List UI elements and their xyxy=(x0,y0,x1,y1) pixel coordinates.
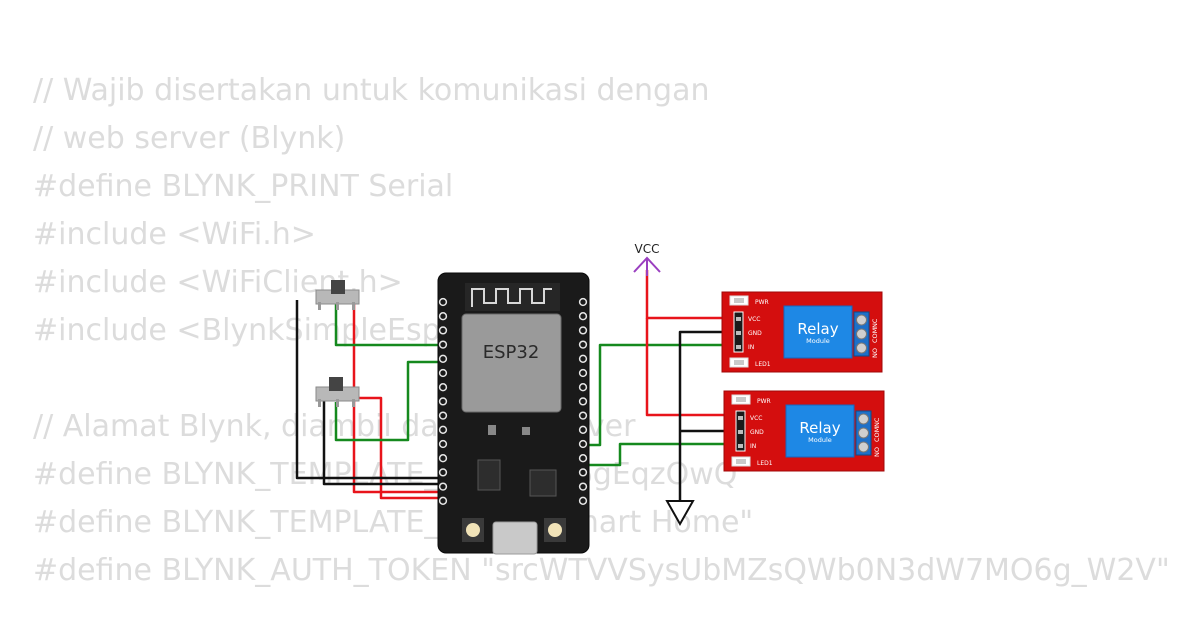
esp32-header-pin[interactable] xyxy=(578,312,588,321)
esp32-header-pin[interactable] xyxy=(578,496,588,505)
relay-terminal-label: COM xyxy=(871,328,879,343)
esp32-header-pin[interactable] xyxy=(578,425,588,434)
relay-title: Relay xyxy=(799,419,840,437)
wire-red[interactable] xyxy=(352,300,443,494)
relay-block xyxy=(783,305,853,359)
esp32-header-pin[interactable] xyxy=(438,468,448,477)
wire-black[interactable] xyxy=(322,398,443,486)
wire-red[interactable] xyxy=(341,396,443,500)
esp32-header-pin[interactable] xyxy=(578,411,588,420)
relay-terminal-screw[interactable] xyxy=(856,328,867,340)
relay-pin[interactable] xyxy=(736,331,741,335)
esp32-header-pin[interactable] xyxy=(438,383,448,392)
relay-pin[interactable] xyxy=(736,345,741,349)
wire-green[interactable] xyxy=(334,300,443,347)
esp32-pins-left xyxy=(438,297,448,505)
relay-terminal-screw[interactable] xyxy=(858,413,869,425)
vcc-symbol: VCC xyxy=(633,242,661,276)
esp32-header-pin[interactable] xyxy=(578,383,588,392)
relay-pin[interactable] xyxy=(738,444,743,448)
relay-block xyxy=(785,404,855,458)
esp32-header-pin[interactable] xyxy=(438,411,448,420)
relay-pin-label: IN xyxy=(748,344,754,351)
relay-pin-label: VCC xyxy=(750,415,762,422)
relay-terminal-screw[interactable] xyxy=(858,441,869,453)
relay-pin-label: GND xyxy=(750,429,764,436)
relay-pin-label: GND xyxy=(748,330,762,337)
relay-subtitle: Module xyxy=(808,436,832,444)
esp32-header-pin[interactable] xyxy=(578,439,588,449)
esp32-header-pin[interactable] xyxy=(438,397,448,406)
esp32-header-pin[interactable] xyxy=(438,340,448,349)
relay-pwr-label: PWR xyxy=(755,299,769,306)
code-line: #include <WiFi.h> xyxy=(33,217,316,252)
relay-pin[interactable] xyxy=(738,416,743,420)
relay-terminal-screw[interactable] xyxy=(856,314,867,326)
code-line: #define BLYNK_AUTH_TOKEN "srcWTVVSysUbMZ… xyxy=(33,553,1170,588)
relay-led-label: LED1 xyxy=(757,460,773,467)
wire-black[interactable] xyxy=(295,300,443,480)
vcc-label: VCC xyxy=(635,242,660,256)
relay-terminal-screw[interactable] xyxy=(856,342,867,354)
relay-led-label: LED1 xyxy=(755,361,771,368)
relay-terminal-label: NC xyxy=(871,318,879,328)
relay-pin[interactable] xyxy=(736,317,741,321)
reset-button[interactable] xyxy=(548,523,562,537)
code-background: // Wajib disertakan untuk komunikasi den… xyxy=(33,67,1170,595)
esp32-header-pin[interactable] xyxy=(578,468,588,477)
esp32-header-pin[interactable] xyxy=(578,340,588,349)
relay-pin-label: VCC xyxy=(748,316,760,323)
wire-green[interactable] xyxy=(583,442,740,467)
slide-switch-1[interactable] xyxy=(315,280,360,310)
esp32-header-pin[interactable] xyxy=(578,326,588,335)
wire-red[interactable] xyxy=(645,318,740,417)
esp32-header-pin[interactable] xyxy=(438,425,448,434)
esp32-header-pin[interactable] xyxy=(438,496,448,505)
esp32-pins-right xyxy=(578,297,588,505)
esp32-board[interactable]: ESP32 xyxy=(437,272,590,555)
esp32-label: ESP32 xyxy=(483,342,540,363)
relay-terminal-label: COM xyxy=(873,427,881,442)
relay-terminal-label: NC xyxy=(873,417,881,427)
wire-green[interactable] xyxy=(583,343,740,447)
code-line: #define BLYNK_TEMPLATE_ID "TMPL6gEqzOwQ" xyxy=(33,457,752,492)
wires xyxy=(295,270,740,500)
code-line: #include <WiFiClient.h> xyxy=(33,265,403,300)
relay-pin[interactable] xyxy=(738,430,743,434)
usb-port[interactable] xyxy=(492,521,538,555)
esp32-header-pin[interactable] xyxy=(578,297,588,307)
esp32-header-pin[interactable] xyxy=(438,312,448,321)
relay-title: Relay xyxy=(797,320,838,338)
esp32-header-pin[interactable] xyxy=(438,326,448,335)
code-line: // Wajib disertakan untuk komunikasi den… xyxy=(33,73,710,108)
code-line: // web server (Blynk) xyxy=(33,121,346,156)
relay-subtitle: Module xyxy=(806,337,830,345)
wire-green[interactable] xyxy=(334,360,443,442)
code-line: #define BLYNK_PRINT Serial xyxy=(33,169,454,204)
relay-terminal-label: NO xyxy=(871,348,879,358)
relay-pin-label: IN xyxy=(750,443,756,450)
relay-terminal-screw[interactable] xyxy=(858,427,869,439)
wire-black[interactable] xyxy=(678,330,740,500)
esp32-header-pin[interactable] xyxy=(438,482,448,491)
slide-switch-2[interactable] xyxy=(315,377,360,407)
esp32-header-pin[interactable] xyxy=(438,354,448,363)
esp32-header-pin[interactable] xyxy=(578,482,588,491)
esp32-header-pin[interactable] xyxy=(438,297,448,307)
esp32-header-pin[interactable] xyxy=(578,368,588,378)
esp32-header-pin[interactable] xyxy=(438,368,448,378)
esp32-header-pin[interactable] xyxy=(578,454,588,463)
relay-terminal-label: NO xyxy=(873,447,881,457)
boot-button[interactable] xyxy=(466,523,480,537)
relay-pwr-label: PWR xyxy=(757,398,771,405)
esp32-header-pin[interactable] xyxy=(578,397,588,406)
esp32-header-pin[interactable] xyxy=(438,454,448,463)
esp32-header-pin[interactable] xyxy=(578,354,588,363)
esp32-header-pin[interactable] xyxy=(438,439,448,449)
ground-symbol xyxy=(665,500,695,527)
